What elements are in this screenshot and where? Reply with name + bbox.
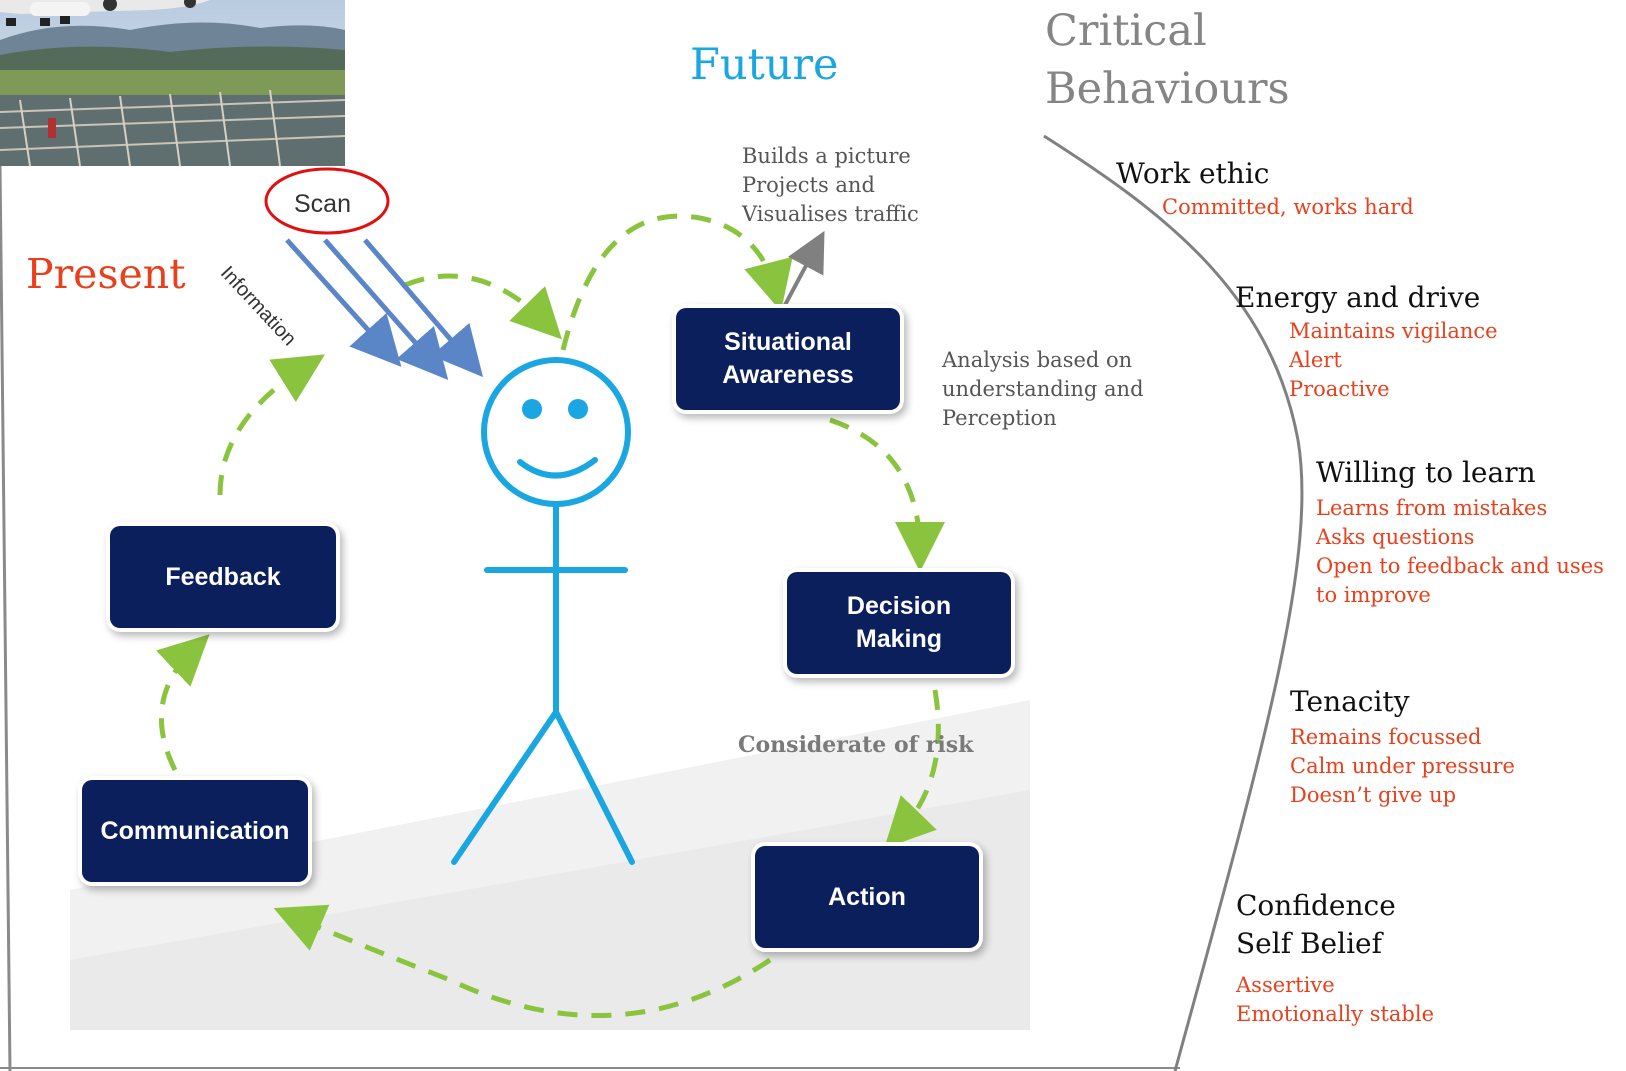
behaviour-heading: Energy and drive — [1235, 281, 1481, 314]
figure-eye-left — [522, 399, 542, 419]
decision-making-box: Decision Making — [787, 572, 1011, 674]
behaviour-item: Alert — [1289, 348, 1342, 372]
critical-behaviours-title: Critical Behaviours — [1045, 2, 1290, 118]
behaviour-energy-drive: Energy and drive Maintains vigilance Ale… — [1235, 279, 1498, 404]
behaviour-heading: Confidence — [1236, 889, 1396, 922]
arrow-dm-to-action — [884, 689, 941, 849]
box-label: Feedback — [165, 562, 281, 591]
behaviour-willing-to-learn: Willing to learn Learns from mistakes As… — [1316, 454, 1604, 610]
behaviour-item: Calm under pressure — [1290, 754, 1515, 778]
box-label-line: Situational — [724, 328, 852, 356]
behaviour-item: Maintains vigilance — [1289, 319, 1498, 343]
future-arrow — [783, 230, 825, 306]
behaviour-heading: Tenacity — [1290, 685, 1410, 718]
behaviour-item: Asks questions — [1316, 525, 1475, 549]
behaviour-item: Assertive — [1236, 973, 1335, 997]
arrow-info-to-head — [404, 273, 562, 340]
situational-awareness-box: Situational Awareness — [676, 308, 900, 410]
behaviour-heading: Self Belief — [1236, 927, 1382, 960]
scan-arrow-1 — [285, 238, 402, 367]
behaviour-item: Remains focussed — [1290, 725, 1482, 749]
box-label-line: Decision — [846, 592, 952, 620]
arrow-comm-to-feedback — [156, 634, 210, 772]
box-label-line: Making — [855, 625, 943, 653]
figure-leg-right — [553, 709, 635, 865]
figure-smile — [517, 457, 598, 479]
figure-eye-right — [568, 399, 588, 419]
scan-circle — [264, 167, 390, 235]
arrow-action-to-comm — [273, 904, 772, 1018]
future-note-line: Visualises traffic — [742, 202, 919, 226]
analysis-note-line: Perception — [942, 406, 1057, 430]
critical-title-line-1: Critical — [1045, 6, 1207, 56]
behaviour-item: Learns from mistakes — [1316, 496, 1548, 520]
behaviour-heading: Work ethic — [1116, 157, 1270, 190]
future-title: Future — [690, 40, 839, 90]
box-label-line: Awareness — [722, 361, 854, 389]
analysis-note-line: understanding and — [942, 377, 1144, 401]
box-label: Communication — [100, 816, 290, 845]
behaviour-item: to improve — [1316, 583, 1431, 607]
behaviour-item: Open to feedback and uses — [1316, 554, 1604, 578]
arrow-head-to-sa — [560, 213, 793, 351]
behaviour-confidence: Confidence Self Belief Assertive Emotion… — [1236, 887, 1434, 1029]
action-box: Action — [755, 846, 979, 948]
communication-box: Communication — [82, 780, 308, 882]
figure-leg-left — [451, 709, 559, 865]
critical-title-line-2: Behaviours — [1045, 64, 1290, 114]
figure-head — [481, 357, 631, 507]
scan-arrow-3 — [363, 238, 484, 378]
behaviour-heading: Willing to learn — [1316, 456, 1536, 489]
behaviour-item: Doesn’t give up — [1290, 783, 1457, 807]
scan-arrow-2 — [323, 238, 449, 381]
future-note: Builds a picture Projects and Visualises… — [742, 142, 919, 229]
scan-label: Scan — [294, 190, 351, 218]
future-note-line: Builds a picture — [742, 144, 911, 168]
future-note-line: Projects and — [742, 173, 875, 197]
behaviour-tenacity: Tenacity Remains focussed Calm under pre… — [1290, 683, 1515, 810]
behaviour-item: Committed, works hard — [1162, 195, 1414, 219]
box-label: Action — [828, 882, 906, 911]
present-title: Present — [26, 250, 186, 298]
airport-photo — [0, 0, 345, 166]
arrow-feedback-to-info — [217, 354, 325, 496]
feedback-box: Feedback — [110, 526, 336, 628]
arrow-sa-to-dm — [829, 417, 945, 572]
analysis-note: Analysis based on understanding and Perc… — [942, 346, 1144, 433]
behaviour-work-ethic: Work ethic Committed, works hard — [1116, 155, 1414, 222]
behaviour-item: Proactive — [1289, 377, 1390, 401]
analysis-note-line: Analysis based on — [942, 348, 1133, 372]
considerate-of-risk-label: Considerate of risk — [738, 732, 974, 758]
behaviour-item: Emotionally stable — [1236, 1002, 1435, 1026]
